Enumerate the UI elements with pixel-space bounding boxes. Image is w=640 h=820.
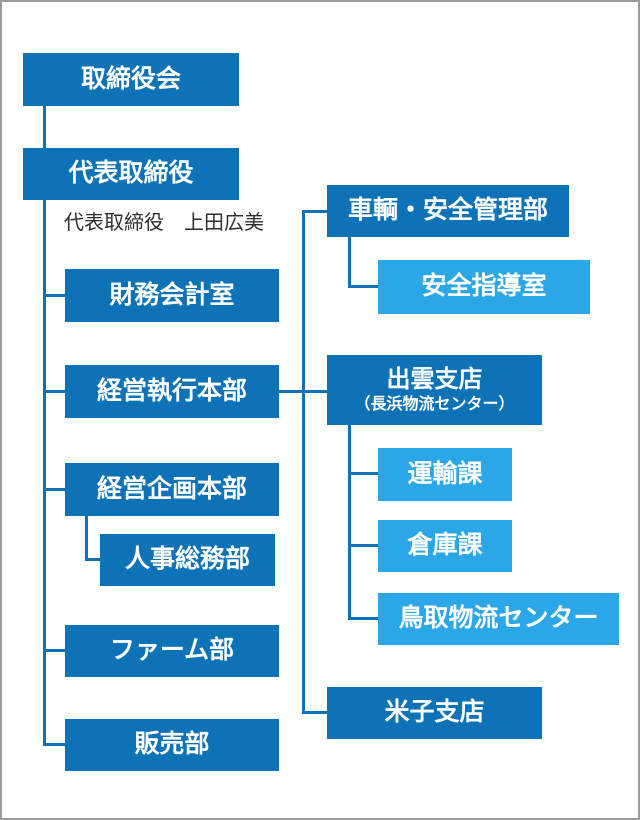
node-sales: 販売部 (65, 719, 279, 771)
node-safety-guidance: 安全指導室 (378, 260, 590, 314)
node-finance-accounting: 財務会計室 (65, 269, 279, 322)
node-hr-general-affairs: 人事総務部 (100, 534, 275, 586)
connector-stub-vehicle-safety (302, 210, 327, 213)
node-executive-hq: 経営執行本部 (65, 365, 279, 418)
node-vehicle-safety: 車輌・安全管理部 (327, 185, 569, 237)
node-tottori-logistics-label: 鳥取物流センター (398, 604, 599, 633)
node-farm: ファーム部 (65, 625, 279, 677)
connector-stub-warehouse (348, 544, 378, 547)
connector-stub-executive-hq (43, 390, 65, 393)
node-representative-director-label: 代表取締役 (68, 159, 194, 188)
connector-board-to-ceo (43, 106, 46, 148)
connector-stub-farm (43, 649, 65, 652)
connector-right-trunk (302, 210, 305, 714)
connector-stub-sales (43, 743, 65, 746)
connector-vehicle-to-safety-vertical (348, 237, 351, 288)
node-warehouse-section-label: 倉庫課 (407, 531, 483, 560)
node-yonago-branch-label: 米子支店 (384, 698, 485, 727)
node-tottori-logistics: 鳥取物流センター (378, 593, 619, 645)
connector-planning-to-hr-vertical (85, 516, 88, 561)
node-board-of-directors: 取締役会 (23, 53, 239, 106)
node-safety-guidance-label: 安全指導室 (421, 272, 547, 301)
node-hr-general-affairs-label: 人事総務部 (124, 545, 250, 574)
node-sales-label: 販売部 (134, 730, 210, 759)
node-vehicle-safety-label: 車輌・安全管理部 (347, 196, 548, 225)
node-transport-section-label: 運輸課 (407, 459, 483, 488)
connector-stub-transport (348, 472, 378, 475)
node-farm-label: ファーム部 (109, 636, 235, 665)
node-planning-hq-label: 経営企画本部 (96, 474, 247, 503)
connector-ceo-trunk (43, 200, 46, 746)
node-yonago-branch: 米子支店 (327, 687, 542, 739)
connector-vehicle-to-safety-stub (348, 285, 378, 288)
connector-stub-yonago (302, 711, 327, 714)
connector-stub-planning-hq (43, 488, 65, 491)
connector-stub-tottori (348, 617, 378, 620)
connector-planning-to-hr-stub (85, 558, 100, 561)
node-warehouse-section: 倉庫課 (378, 520, 512, 572)
node-finance-accounting-label: 財務会計室 (109, 280, 235, 309)
node-transport-section: 運輸課 (378, 448, 512, 501)
node-izumo-branch: 出雲支店 （長浜物流センター） (327, 355, 542, 425)
connector-izumo-children-vertical (348, 424, 351, 620)
node-executive-hq-label: 経営執行本部 (96, 376, 247, 405)
node-izumo-branch-label: 出雲支店 (386, 365, 483, 393)
representative-director-name: 代表取締役 上田広美 (64, 212, 264, 234)
node-board-of-directors-label: 取締役会 (80, 64, 181, 93)
node-representative-director: 代表取締役 (23, 148, 239, 200)
node-izumo-branch-sublabel: （長浜物流センター） (354, 395, 515, 413)
connector-stub-finance (43, 294, 65, 297)
node-planning-hq: 経営企画本部 (65, 463, 279, 516)
